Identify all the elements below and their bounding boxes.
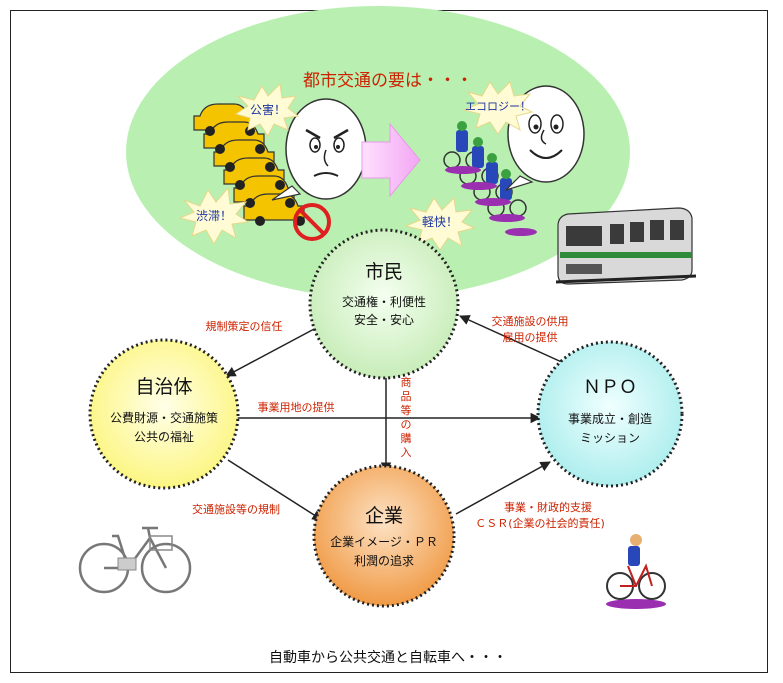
node-citizen-title: 市民 bbox=[365, 261, 403, 283]
arrow-company-to-npo bbox=[455, 461, 551, 515]
edge-label-product-purchase: 商品等の購入 bbox=[401, 375, 412, 459]
node-company-line2: 利潤の追求 bbox=[354, 553, 414, 568]
node-company-line1: 企業イメージ・ＰＲ bbox=[330, 534, 438, 549]
svg-text:エコロジー！: エコロジー！ bbox=[465, 100, 531, 113]
edge-label-business-land: 事業用地の提供 bbox=[258, 400, 335, 414]
node-npo-title: ＮＰＯ bbox=[583, 377, 637, 398]
edge-label-facility-use-2: 雇用の提供 bbox=[503, 330, 558, 344]
svg-text:公害！: 公害！ bbox=[250, 102, 286, 117]
light-burst: 軽快！ bbox=[404, 196, 476, 251]
cyclist-illustration bbox=[606, 534, 666, 609]
edge-label-facility-use-1: 交通施設の供用 bbox=[492, 314, 569, 328]
node-municipality-line2: 公共の福祉 bbox=[134, 429, 194, 444]
angry-face-icon bbox=[271, 98, 367, 201]
node-citizen-line2: 安全・安心 bbox=[354, 312, 414, 327]
train-illustration bbox=[555, 207, 697, 285]
svg-text:軽快！: 軽快！ bbox=[422, 215, 458, 229]
arrow-citizen-to-municipality bbox=[225, 327, 317, 377]
edge-label-csr: ＣＳＲ(企業の社会的責任) bbox=[475, 516, 605, 530]
node-municipality-line1: 公費財源・交通施策 bbox=[110, 410, 218, 425]
node-npo: ＮＰＯ 事業成立・創造 ミッション bbox=[536, 340, 684, 488]
edge-label-regulation-trust: 規制策定の信任 bbox=[206, 319, 283, 333]
cyclists-illustration bbox=[443, 121, 537, 236]
node-npo-line1: 事業成立・創造 bbox=[568, 411, 652, 426]
edge-label-financial-support: 事業・財政的支援 bbox=[504, 500, 592, 514]
congestion-burst: 渋滞！ bbox=[178, 186, 250, 246]
transition-arrow bbox=[361, 122, 421, 198]
node-municipality: 自治体 公費財源・交通施策 公共の福祉 bbox=[88, 338, 240, 490]
arrow-npo-to-citizen bbox=[459, 315, 567, 365]
bottom-caption: 自動車から公共交通と自転車へ・・・ bbox=[269, 649, 507, 666]
node-company: 企業 企業イメージ・ＰＲ 利潤の追求 bbox=[312, 464, 456, 608]
arrow-municipality-to-company bbox=[227, 459, 323, 521]
node-npo-line2: ミッション bbox=[580, 431, 640, 445]
edge-label-facility-regulation: 交通施設等の規制 bbox=[192, 502, 280, 516]
node-municipality-title: 自治体 bbox=[135, 376, 192, 398]
bicycle-illustration bbox=[78, 526, 192, 594]
top-title: 都市交通の要は・・・ bbox=[303, 71, 473, 91]
ecology-burst: エコロジー！ bbox=[462, 81, 534, 135]
node-company-title: 企業 bbox=[365, 505, 403, 527]
node-citizen: 市民 交通権・利便性 安全・安心 bbox=[308, 228, 460, 380]
prohibition-icon bbox=[293, 203, 331, 241]
relation-arrows bbox=[225, 315, 567, 521]
svg-text:渋滞！: 渋滞！ bbox=[196, 209, 232, 223]
pollution-burst: 公害！ bbox=[234, 82, 300, 137]
node-citizen-line1: 交通権・利便性 bbox=[342, 294, 426, 309]
